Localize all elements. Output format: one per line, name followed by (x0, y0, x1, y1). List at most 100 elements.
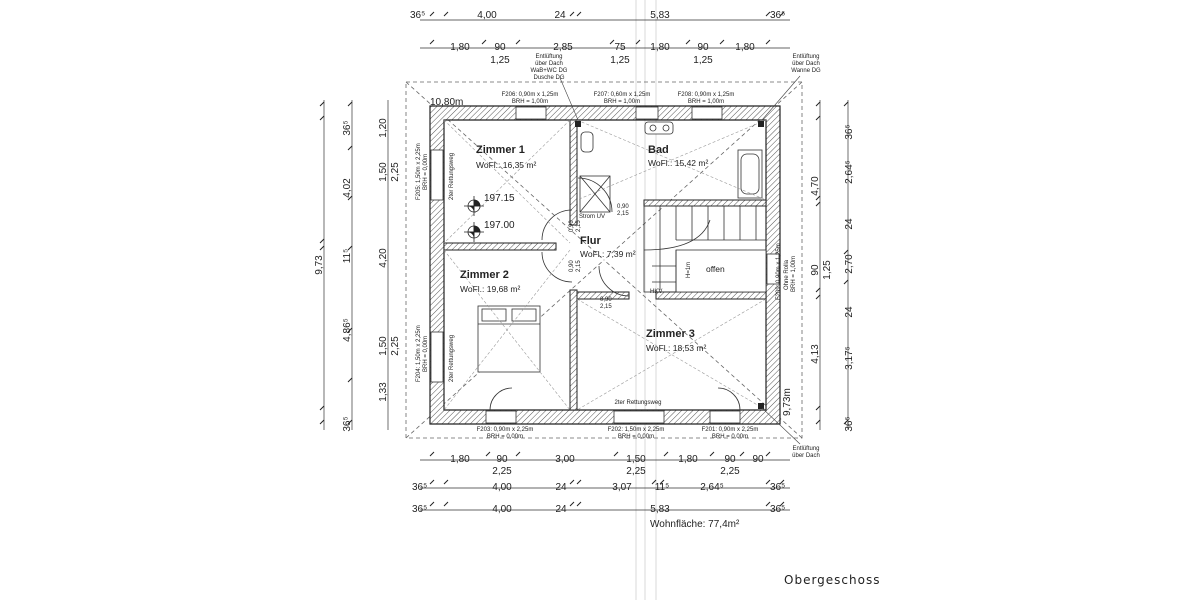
dim-left-outer-3: 11⁵ (342, 249, 353, 264)
dim-right-outer-2: 2,64⁵ (844, 160, 855, 184)
window-F204-label: F204: 1,50m x 2,25m (416, 325, 422, 382)
vent-note-top-left-2: über Dach (535, 61, 563, 67)
window-F209-brh: BRH = 1,00m (791, 256, 797, 292)
dim-top2-2: 90 (494, 42, 506, 53)
door-d2-h: 2,15 (576, 220, 582, 232)
door-swings (489, 177, 741, 411)
window-F204-brh: BRH = 0,00m (423, 336, 429, 372)
note-rettung-z2: 2ter Rettungsweg (449, 335, 455, 382)
note-rettung-z3: 2ter Rettungsweg (614, 400, 661, 406)
vent-leader-lines (559, 75, 801, 445)
dim-bottom2-4: 3,07 (612, 482, 632, 493)
vent-note-top-left-3: WaB+WC DG (531, 68, 568, 74)
overall-width-label: 10,80m (430, 97, 463, 108)
dim-right-outer-6: 3,17⁵ (844, 346, 855, 370)
room-zimmer1-name: Zimmer 1 (476, 144, 525, 156)
dim-top-4: 5,83 (650, 10, 670, 21)
overall-depth-label: 9,73m (782, 388, 793, 416)
dim-top-5: 36⁵ (770, 10, 785, 21)
dim-right-outer-5: 24 (844, 306, 855, 318)
note-ohne-rolla: Ohne Rolla (784, 259, 790, 290)
dim-top2-1: 1,80 (450, 42, 470, 53)
dim-bottom1-sub-1: 2,25 (492, 466, 512, 477)
dim-bottom2-7: 36⁵ (770, 482, 785, 493)
floor-title: Obergeschoss (784, 573, 880, 587)
dim-bottom3-3: 24 (555, 504, 567, 515)
dim-top2-sub-1: 1,25 (490, 55, 510, 66)
vent-note-top-right-1: Entlüftung (792, 54, 819, 60)
window-F202-label: F202: 1,50m x 2,25m (608, 427, 665, 433)
dim-left-inner-3: 2,25 (390, 162, 401, 182)
room-bad-name: Bad (648, 144, 669, 156)
dim-left-inner-6: 2,25 (390, 336, 401, 356)
window-F207-brh: BRH = 1,00m (604, 99, 640, 105)
exterior-walls (429, 105, 781, 425)
dim-right-inner-2: 90 (810, 264, 821, 276)
vent-note-top-left-4: Dusche DG (533, 75, 564, 81)
window-F205-brh: BRH = 0,00m (423, 154, 429, 190)
windows (430, 106, 780, 424)
dim-top2-sub-3: 1,25 (693, 55, 713, 66)
dim-bottom3-4: 5,83 (650, 504, 670, 515)
vent-note-top-right-2: über Dach (792, 61, 820, 67)
level-upper: 197.15 (484, 193, 515, 204)
bed-icon (477, 305, 541, 373)
vent-note-top-left-1: Entlüftung (535, 54, 562, 60)
dim-right-outer-3: 24 (844, 218, 855, 230)
room-bad-area: WoFl.: 15,42 m² (648, 158, 708, 168)
dim-right-outer-1: 36⁵ (844, 124, 855, 139)
dim-left-inner-5: 1,50 (378, 336, 389, 356)
total-living-area: Wohnfläche: 77,4m² (650, 519, 740, 530)
dim-top-3: 24 (554, 10, 566, 21)
dim-top-1: 36⁵ (410, 10, 425, 21)
door-d2-w: 0,90 (569, 220, 575, 232)
door-d3-h: 2,15 (576, 260, 582, 272)
dim-bottom1-6: 90 (724, 454, 736, 465)
dim-bottom1-sub-3: 2,25 (720, 466, 740, 477)
scan-lines (635, 0, 657, 600)
door-d1-h: 2,15 (617, 211, 629, 217)
dim-bottom1-7: 90 (752, 454, 764, 465)
level-lower: 197.00 (484, 220, 515, 231)
dim-bottom3-5: 36⁵ (770, 504, 785, 515)
dim-top-2: 4,00 (477, 10, 497, 21)
note-strom-uv: Strom UV (579, 214, 605, 220)
window-F207-label: F207: 0,60m x 1,25m (594, 92, 651, 98)
dim-right-inner-3: 1,25 (822, 260, 833, 280)
dim-left-outer-5: 36⁵ (342, 416, 353, 431)
window-F208-brh: BRH = 1,00m (688, 99, 724, 105)
window-F206-brh: BRH = 1,00m (512, 99, 548, 105)
room-flur-area: WoFl.: 7,39 m² (580, 249, 636, 259)
staircase (643, 205, 767, 293)
dimension-ticks (319, 11, 849, 507)
door-d4-w: 0,90 (600, 297, 612, 303)
dim-right-inner-1: 4,70 (810, 176, 821, 196)
sanitary-fixtures (579, 121, 763, 213)
window-F202-brh: BRH = 0,00m (618, 434, 654, 440)
dim-bottom3-1: 36⁵ (412, 504, 427, 515)
dim-top2-7: 1,80 (735, 42, 755, 53)
dim-left-outer-4: 4,86⁵ (342, 318, 353, 342)
room-flur-name: Flur (580, 235, 601, 247)
room-zimmer1-area: WoFl.: 16,35 m² (476, 160, 536, 170)
door-d4-h: 2,15 (600, 304, 612, 310)
room-zimmer3-name: Zimmer 3 (646, 328, 695, 340)
dim-top2-4: 75 (614, 42, 626, 53)
room-offen-name: offen (706, 264, 725, 274)
dim-bottom2-1: 36⁵ (412, 482, 427, 493)
vent-note-top-right-3: Wanne DG (791, 68, 821, 74)
dim-bottom1-5: 1,80 (678, 454, 698, 465)
note-h1m: H=1m (686, 262, 692, 278)
room-zimmer2-area: WoFl.: 19,68 m² (460, 284, 520, 294)
note-hkv: HKV (650, 289, 662, 295)
room-zimmer3-area: WoFl.: 18,53 m² (646, 343, 706, 353)
dim-bottom2-3: 24 (555, 482, 567, 493)
note-rettung-z1: 2ter Rettungsweg (449, 153, 455, 200)
dim-left-inner-4: 4,20 (378, 248, 389, 268)
vent-markers (575, 121, 764, 409)
dim-right-outer-7: 36⁵ (844, 416, 855, 431)
vent-note-bottom-right-1: Entlüftung (792, 446, 819, 452)
window-F201-label: F201: 0,90m x 2,25m (702, 427, 759, 433)
dim-left-inner-7: 1,33 (378, 382, 389, 402)
door-d3-w: 0,90 (569, 260, 575, 272)
